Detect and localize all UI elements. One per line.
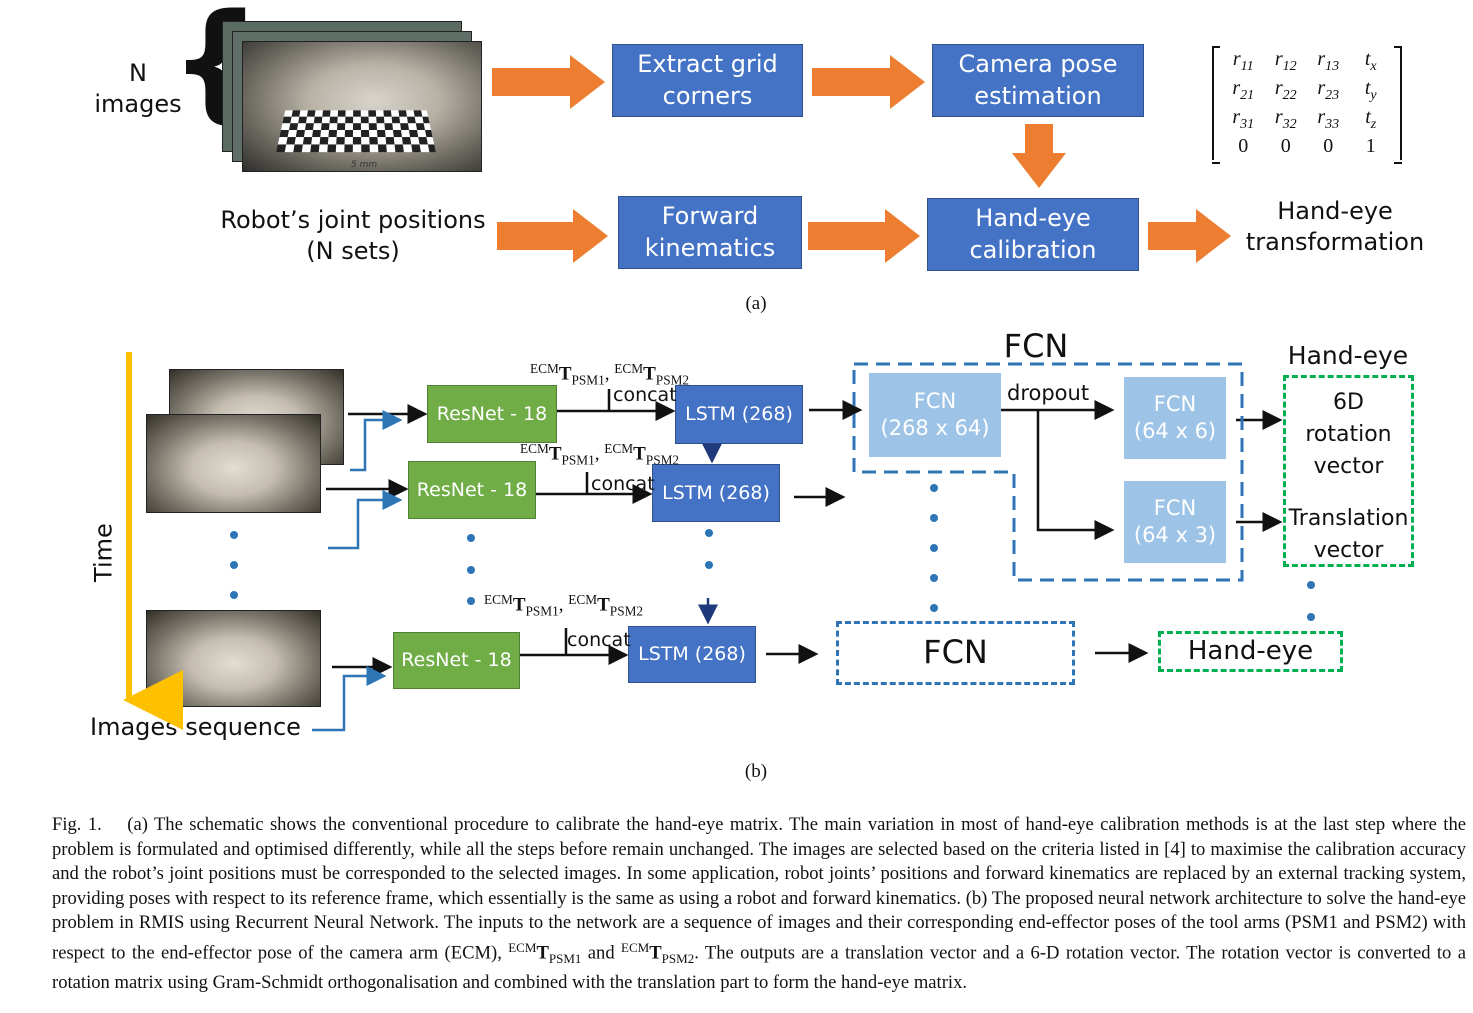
seq-feed-n: [312, 666, 387, 732]
hand-eye-title: Hand-eye: [1287, 341, 1409, 370]
matrix-cell: r21: [1232, 76, 1255, 103]
fcn-region-outline: [852, 362, 1244, 582]
hand-eye-transformation-label: Hand-eye transformation: [1245, 197, 1425, 257]
scale-text: 5 mm: [351, 160, 378, 170]
arrow-fk-to-handeye: [808, 209, 920, 263]
transformation-matrix: r11 r12 r13 tx r21 r22 r23 ty r31 r32 r33 tz 0 0 0 1: [1212, 46, 1402, 164]
arrow-fcn1-fcn3: [1036, 410, 1115, 540]
lstm-box-1: LSTM (268): [675, 385, 803, 444]
lstm-box-n: LSTM (268): [628, 626, 756, 683]
matrix-cell: r23: [1317, 76, 1340, 103]
pose-label-n: ECMTPSM1, ECMTPSM2: [484, 592, 644, 619]
lstm-box-2: LSTM (268): [652, 464, 780, 522]
forward-kinematics-box: Forward kinematics: [618, 196, 802, 269]
resnet-box-n: ResNet - 18: [393, 632, 520, 689]
resnet-box-2: ResNet - 18: [408, 461, 536, 519]
arrow-handeye-to-output: [1148, 209, 1231, 263]
matrix-cell: ty: [1364, 76, 1377, 103]
matrix-grid: r11 r12 r13 tx r21 r22 r23 ty r31 r32 r33 tz 0 0 0 1: [1222, 48, 1392, 158]
resnet-box-1: ResNet - 18: [427, 385, 557, 443]
fcn-box-268x64: FCN (268 x 64): [869, 373, 1001, 457]
matrix-cell: r13: [1317, 48, 1340, 74]
figure-caption: Fig. 1. (a) The schematic shows the conv…: [52, 814, 1467, 994]
pose-label-2: ECMTPSM1, ECMTPSM2: [520, 441, 680, 468]
arrow-images-to-extract: [492, 55, 605, 109]
pose-label-1: ECMTPSM1, ECMTPSM2: [530, 361, 690, 388]
matrix-cell: tz: [1365, 105, 1377, 132]
joint-positions-label: Robot’s joint positions (N sets): [220, 206, 486, 266]
matrix-cell: 0: [1323, 134, 1334, 157]
matrix-cell: 0: [1280, 134, 1291, 157]
translation-vector-label: Translation vector: [1288, 506, 1409, 563]
hand-eye-output-group: [1283, 375, 1414, 567]
arrow-camera-to-handeye: [1012, 124, 1066, 188]
matrix-cell: r31: [1232, 105, 1255, 132]
extract-grid-box: Extract grid corners: [612, 44, 803, 117]
n-images-label: N images: [94, 59, 182, 119]
matrix-cell: 0: [1238, 134, 1249, 157]
camera-pose-box: Camera pose estimation: [932, 44, 1144, 117]
seq-feed-2: [328, 490, 403, 550]
sublabel-a: (a): [745, 293, 767, 314]
matrix-cell: r32: [1274, 105, 1297, 132]
matrix-cell: r33: [1317, 105, 1340, 132]
matrix-cell: r11: [1232, 48, 1254, 74]
caption-text: (a) The schematic shows the conventional…: [52, 814, 1467, 963]
frame-image-2: [146, 414, 321, 513]
fcn-title: FCN: [1003, 327, 1069, 365]
hand-eye-bottom-box: Hand-eye: [1158, 631, 1343, 672]
caption-prefix: Fig. 1.: [52, 814, 102, 835]
arrow-joints-to-fk: [497, 209, 608, 263]
fcn-box-64x3: FCN (64 x 3): [1124, 481, 1226, 563]
hand-eye-calibration-box: Hand-eye calibration: [927, 198, 1139, 271]
concat-label-1: concat: [613, 384, 677, 406]
continuation-dots: [230, 484, 1315, 621]
arrow-extract-to-camera: [812, 55, 925, 109]
matrix-cell: r22: [1274, 76, 1297, 103]
calibration-image-front: 5 mm: [242, 41, 482, 172]
matrix-cell: 1: [1365, 134, 1376, 157]
matrix-cell: r12: [1274, 48, 1297, 74]
fcn-box-64x6: FCN (64 x 6): [1124, 377, 1226, 459]
fcn-bottom-box: FCN: [836, 621, 1075, 685]
seq-feed-1: [350, 410, 403, 472]
matrix-cell: tx: [1364, 48, 1377, 74]
orange-arrows: [492, 55, 1231, 263]
rotation-vector-label: 6D rotation vector: [1305, 390, 1392, 479]
dropout-label: dropout: [1007, 381, 1090, 405]
caption-tail: . The outputs are a translation vector a…: [52, 942, 1466, 994]
sublabel-b: (b): [744, 761, 768, 782]
